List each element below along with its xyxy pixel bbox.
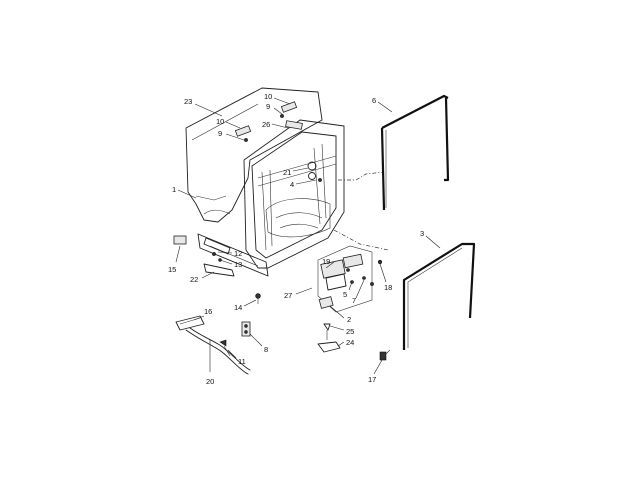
parts-24-25: [317, 323, 341, 353]
label-12: 12: [234, 249, 242, 258]
label-4: 4: [290, 180, 294, 189]
alignment-lines: [333, 171, 389, 251]
label-21: 21: [283, 168, 291, 177]
left-small-parts: [173, 235, 261, 375]
part-2: [318, 296, 334, 309]
part-17: [379, 349, 391, 361]
label-1: 1: [172, 185, 176, 194]
tub-assembly: [185, 87, 345, 277]
label-10-top: 10: [264, 92, 272, 101]
label-2: 2: [347, 315, 351, 324]
gasket-3: [402, 242, 476, 350]
label-6: 6: [372, 96, 376, 105]
label-15: 15: [168, 265, 176, 274]
label-9-top: 9: [266, 102, 270, 111]
label-17: 17: [368, 375, 376, 384]
label-3: 3: [420, 229, 424, 238]
label-11: 11: [238, 357, 246, 366]
label-19: 19: [322, 257, 330, 266]
label-23: 23: [184, 97, 192, 106]
label-13: 13: [234, 260, 242, 269]
gasket-6: [380, 94, 450, 211]
label-10: 10: [216, 117, 224, 126]
label-27: 27: [284, 291, 292, 300]
label-16: 16: [204, 307, 212, 316]
label-9: 9: [218, 129, 222, 138]
label-24: 24: [346, 338, 354, 347]
label-25: 25: [346, 327, 354, 336]
part-27-assembly: [317, 245, 383, 313]
label-20: 20: [206, 377, 214, 386]
label-18: 18: [384, 283, 392, 292]
label-7: 7: [352, 296, 356, 305]
leader-lines: [175, 97, 441, 375]
label-26: 26: [262, 120, 270, 129]
label-8: 8: [264, 345, 268, 354]
label-5: 5: [343, 290, 347, 299]
callout-labels: 23 10 9 10 9 26 21 4 6 1 15 12 13 22 14 …: [168, 92, 424, 386]
label-22: 22: [190, 275, 198, 284]
label-14: 14: [234, 303, 242, 312]
